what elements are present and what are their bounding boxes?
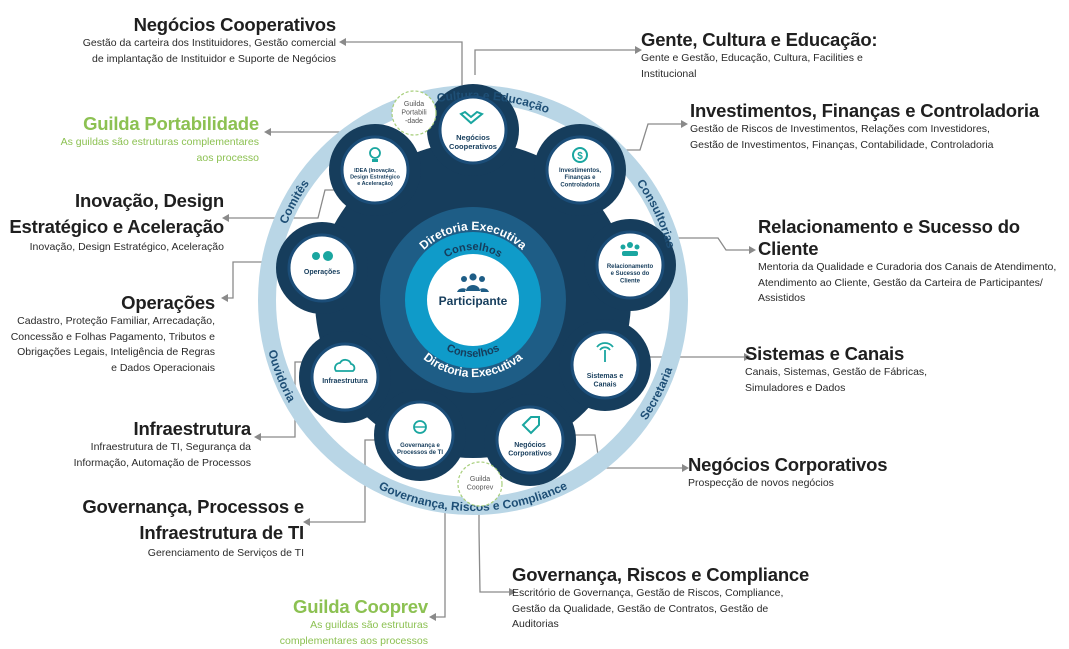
block-desc: Assistidos bbox=[758, 291, 1069, 307]
block-desc: Informação, Automação de Processos bbox=[74, 456, 251, 472]
block-title: Investimentos, Finanças e Controladoria bbox=[690, 100, 1039, 122]
block-title: Negócios Cooperativos bbox=[83, 14, 336, 36]
block-desc: Atendimento ao Cliente, Gestão da Cartei… bbox=[758, 276, 1069, 292]
block-relacionamento: Relacionamento e Sucesso do Cliente Ment… bbox=[758, 216, 1069, 307]
block-title: Sistemas e Canais bbox=[745, 343, 927, 365]
block-desc: Simuladores e Dados bbox=[745, 381, 927, 397]
svg-text:$: $ bbox=[577, 151, 583, 162]
label-line: Design Estratégico bbox=[350, 175, 400, 181]
block-desc: As guildas são estruturas complementares bbox=[61, 135, 259, 151]
label-line: Governança e bbox=[400, 443, 440, 449]
block-title: Governança, Riscos e Compliance bbox=[512, 564, 809, 586]
block-desc: Gente e Gestão, Educação, Cultura, Facil… bbox=[641, 51, 877, 67]
label-line: Negócios bbox=[456, 133, 490, 142]
node-label-infraestrutura: Infraestrutura bbox=[322, 378, 368, 385]
label-line: Processos de TI bbox=[397, 450, 443, 456]
block-desc: e Dados Operacionais bbox=[11, 361, 215, 377]
block-title: Guilda Portabilidade bbox=[61, 113, 259, 135]
label-line: Cliente bbox=[620, 278, 641, 284]
block-desc: Institucional bbox=[641, 67, 877, 83]
block-desc: de implantação de Instituidor e Suporte … bbox=[83, 52, 336, 68]
label-line: IDEA (Inovação, bbox=[354, 168, 396, 174]
label-line: Investimentos, bbox=[559, 168, 601, 174]
block-inovacao: Inovação, Design Estratégico e Aceleraçã… bbox=[9, 188, 224, 256]
label-line: Canais bbox=[594, 381, 617, 388]
block-desc: Escritório de Governança, Gestão de Risc… bbox=[512, 586, 809, 602]
block-gente: Gente, Cultura e Educação: Gente e Gestã… bbox=[641, 29, 877, 82]
block-title: Operações bbox=[11, 292, 215, 314]
block-desc: Cadastro, Proteção Familiar, Arrecadação… bbox=[11, 314, 215, 330]
block-desc: Inovação, Design Estratégico, Aceleração bbox=[9, 240, 224, 256]
label-line: Infraestrutura bbox=[322, 378, 368, 385]
label-line: Negócios bbox=[514, 442, 546, 449]
block-operacoes: Operações Cadastro, Proteção Familiar, A… bbox=[11, 292, 215, 376]
block-title: Negócios Corporativos bbox=[688, 454, 887, 476]
block-governanca-rc: Governança, Riscos e Compliance Escritór… bbox=[512, 564, 809, 633]
block-desc: Gestão de Investimentos, Finanças, Conta… bbox=[690, 138, 1039, 154]
label-line: Relacionamento bbox=[607, 264, 654, 270]
block-desc: Gestão da carteira dos Instituidores, Ge… bbox=[83, 36, 336, 52]
label-line: Guilda bbox=[404, 101, 424, 108]
label-line: Operações bbox=[304, 269, 340, 276]
block-governanca-ti: Governança, Processos e Infraestrutura d… bbox=[82, 494, 304, 562]
block-negocios-corporativos: Negócios Corporativos Prospecção de novo… bbox=[688, 454, 887, 492]
block-desc: Auditorias bbox=[512, 617, 809, 633]
label-line: Cooperativos bbox=[449, 142, 497, 151]
label-line: -dade bbox=[405, 118, 423, 125]
block-desc: Infraestrutura de TI, Segurança da bbox=[74, 440, 251, 456]
label-line: Corporativos bbox=[508, 450, 552, 457]
block-title: Governança, Processos e bbox=[82, 494, 304, 520]
node-label-operacoes: Operações bbox=[304, 269, 340, 276]
label-line: e Aceleração) bbox=[357, 181, 393, 187]
block-title: Infraestrutura de TI bbox=[82, 520, 304, 546]
block-guilda-cooprev: Guilda Cooprev As guildas são estruturas… bbox=[280, 596, 428, 649]
label-line: Sistemas e bbox=[587, 373, 624, 380]
label-line: Controladoria bbox=[560, 182, 600, 188]
block-desc: complementares aos processos bbox=[280, 634, 428, 649]
block-desc: Gestão da Qualidade, Gestão de Contratos… bbox=[512, 602, 809, 618]
block-desc: Gestão de Riscos de Investimentos, Relaç… bbox=[690, 122, 1039, 138]
block-sistemas: Sistemas e Canais Canais, Sistemas, Gest… bbox=[745, 343, 927, 396]
block-desc: Gerenciamento de Serviços de TI bbox=[82, 546, 304, 562]
block-desc: Obrigações Legais, Inteligência de Regra… bbox=[11, 345, 215, 361]
label-line: e Sucesso do bbox=[611, 271, 650, 277]
block-desc: aos processo bbox=[61, 151, 259, 167]
block-desc: Mentoria da Qualidade e Curadoria dos Ca… bbox=[758, 260, 1069, 276]
block-title: Inovação, Design bbox=[9, 188, 224, 214]
block-investimentos: Investimentos, Finanças e Controladoria … bbox=[690, 100, 1039, 153]
block-title: Relacionamento e Sucesso do Cliente bbox=[758, 216, 1069, 260]
block-title: Estratégico e Aceleração bbox=[9, 214, 224, 240]
block-desc: As guildas são estruturas bbox=[280, 618, 428, 634]
block-desc: Prospecção de novos negócios bbox=[688, 476, 887, 492]
label-line: Finanças e bbox=[564, 175, 596, 181]
label-line: Cooprev bbox=[467, 484, 494, 491]
block-negocios-cooperativos: Negócios Cooperativos Gestão da carteira… bbox=[83, 14, 336, 67]
label-line: Guilda bbox=[470, 476, 490, 483]
block-infraestrutura: Infraestrutura Infraestrutura de TI, Seg… bbox=[74, 418, 251, 471]
block-title: Gente, Cultura e Educação: bbox=[641, 29, 877, 51]
participante-label: Participante bbox=[439, 294, 508, 308]
block-desc: Canais, Sistemas, Gestão de Fábricas, bbox=[745, 365, 927, 381]
label-line: Portabili bbox=[401, 109, 427, 116]
block-title: Guilda Cooprev bbox=[280, 596, 428, 618]
block-desc: Concessão e Folhas Pagamento, Tributos e bbox=[11, 330, 215, 346]
block-title: Infraestrutura bbox=[74, 418, 251, 440]
block-guilda-portabilidade: Guilda Portabilidade As guildas são estr… bbox=[61, 113, 259, 166]
